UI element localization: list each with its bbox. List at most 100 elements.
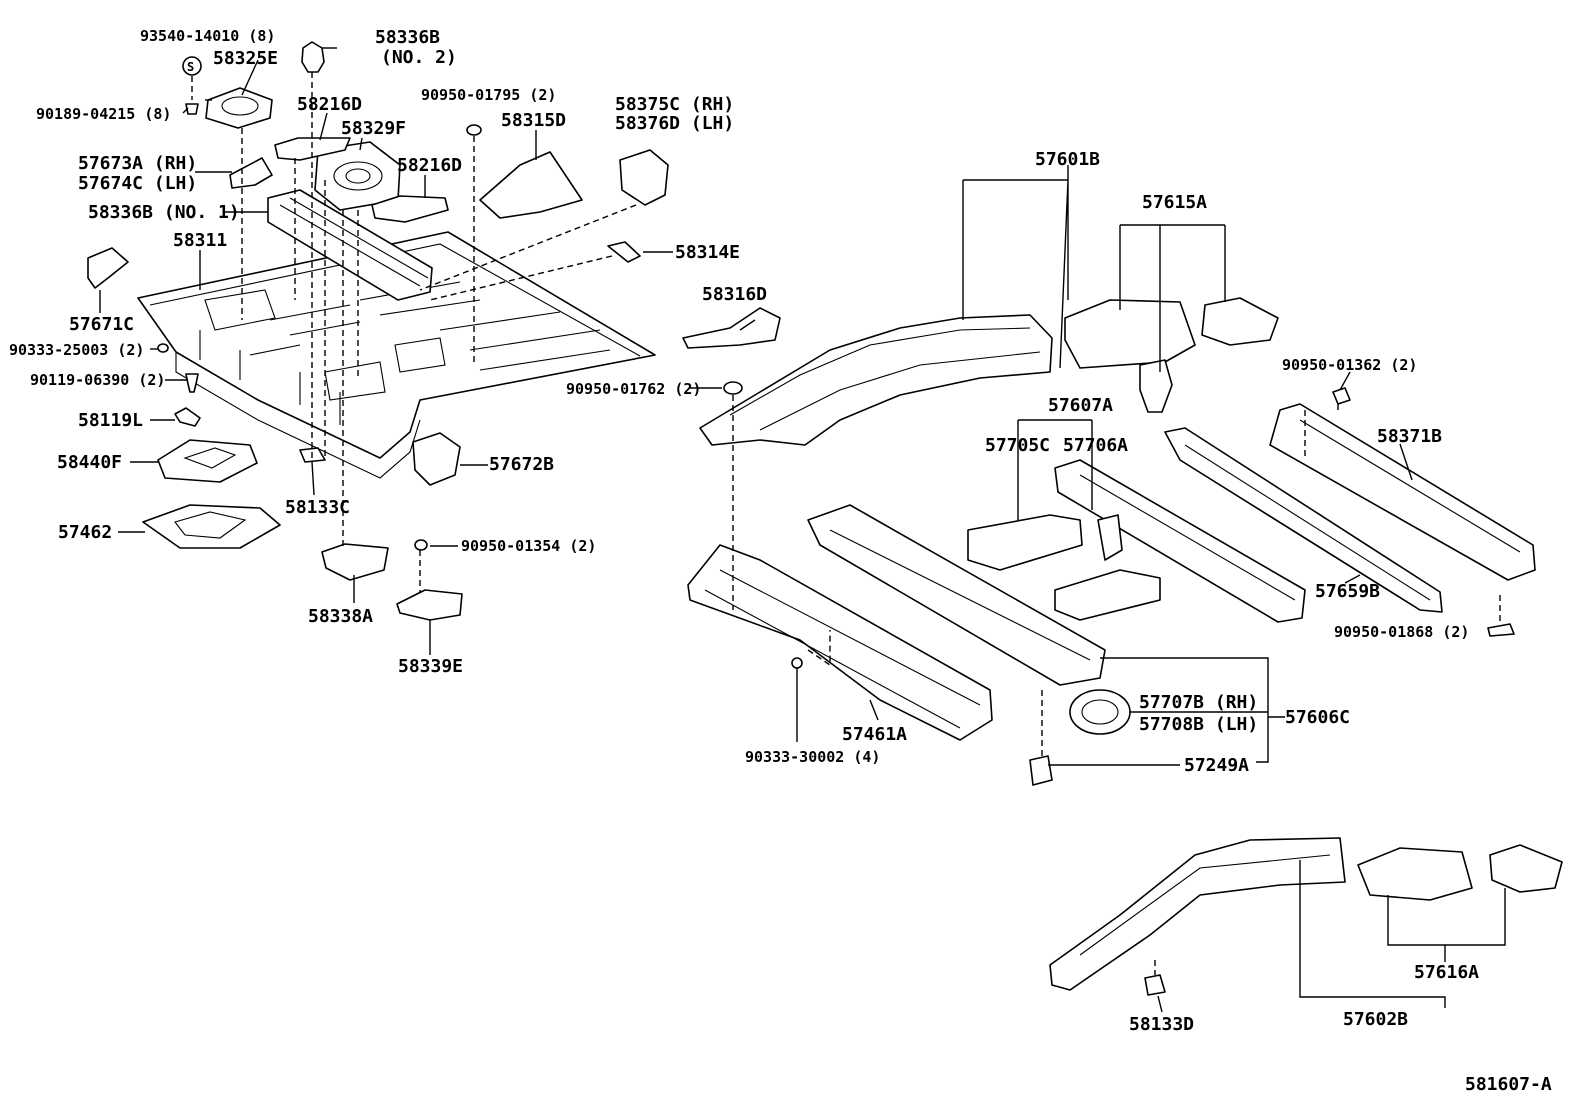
rail-58371B — [1269, 403, 1536, 581]
label-57606C: 57606C — [1285, 707, 1350, 728]
plug-90333-25003 — [157, 343, 169, 353]
label-58339E: 58339E — [398, 656, 463, 677]
label-57674C: 57674C (LH) — [78, 173, 197, 194]
alignment-dashes — [191, 72, 1501, 975]
floor-side-57461A — [687, 544, 993, 741]
cover-58440F — [157, 439, 258, 483]
bracket-57671C — [87, 247, 129, 289]
label-58216D-mid: 58216D — [397, 155, 462, 176]
label-58375C: 58375C (RH) — [615, 94, 734, 115]
label-57659B: 57659B — [1315, 581, 1380, 602]
diagram-ref-code: 581607-A — [1465, 1074, 1552, 1095]
bracket-57249A — [1029, 755, 1053, 786]
label-58325E: 58325E — [213, 48, 278, 69]
panel-57462 — [142, 504, 281, 549]
member-57616A-left — [1357, 847, 1473, 901]
bracket-58338A — [321, 543, 389, 581]
plate-58325E — [205, 87, 273, 129]
seal-letter: S — [187, 60, 194, 74]
label-93540-14010: 93540-14010 (8) — [140, 27, 275, 45]
label-57461A: 57461A — [842, 724, 907, 745]
bracket-57706A — [1054, 569, 1161, 621]
label-58336B-no2: 58336B — [375, 27, 440, 48]
side-member-57602B — [1049, 837, 1346, 991]
plug-90950-01762 — [723, 381, 743, 395]
label-57707B: 57707B (RH) — [1139, 692, 1258, 713]
label-58133D: 58133D — [1129, 1014, 1194, 1035]
label-58316D: 58316D — [702, 284, 767, 305]
bracket-58133D — [1144, 974, 1166, 996]
label-90950-01762: 90950-01762 (2) — [566, 380, 701, 398]
leader-lines — [99, 47, 1506, 1013]
label-57249A: 57249A — [1184, 755, 1249, 776]
crossmember-58336B-no1 — [267, 189, 433, 301]
seal-93540 — [182, 56, 202, 76]
part-labels: 93540-14010 (8) 58325E 58336B (NO. 2) 90… — [9, 27, 1552, 1095]
label-57601B: 57601B — [1035, 149, 1100, 170]
floor-pan-58311 — [137, 231, 656, 479]
label-90950-01868: 90950-01868 (2) — [1334, 623, 1469, 641]
bracket-58314E — [607, 241, 641, 263]
plug-90950-01795 — [466, 124, 482, 136]
side-member-57601B — [699, 314, 1053, 446]
label-58376D: 58376D (LH) — [615, 113, 734, 134]
label-58371B: 58371B — [1377, 426, 1442, 447]
bracket-57615A-lower — [1139, 359, 1173, 413]
label-58329F: 58329F — [341, 118, 406, 139]
bracket-57673A — [229, 157, 273, 189]
label-58314E: 58314E — [675, 242, 740, 263]
label-57672B: 57672B — [489, 454, 554, 475]
reinforcement-58315D — [479, 151, 583, 219]
label-90950-01362: 90950-01362 (2) — [1282, 356, 1417, 374]
plug-90950-01362 — [1332, 387, 1351, 405]
label-58336B-no2-sub: (NO. 2) — [381, 47, 457, 68]
label-90333-30002: 90333-30002 (4) — [745, 748, 880, 766]
label-58133C: 58133C — [285, 497, 350, 518]
member-57616A-right — [1489, 844, 1563, 893]
label-58119L: 58119L — [78, 410, 143, 431]
bracket-58375C — [619, 149, 669, 206]
label-57602B: 57602B — [1343, 1009, 1408, 1030]
label-57708B: 57708B (LH) — [1139, 714, 1258, 735]
member-57615A-right — [1201, 297, 1279, 346]
bracket-58316D — [682, 307, 781, 349]
label-58216D-top: 58216D — [297, 94, 362, 115]
label-57615A: 57615A — [1142, 192, 1207, 213]
plug-90950-01868 — [1487, 623, 1515, 637]
label-57616A: 57616A — [1414, 962, 1479, 983]
label-57671C: 57671C — [69, 314, 134, 335]
label-57673A: 57673A (RH) — [78, 153, 197, 174]
label-57705C: 57705C — [985, 435, 1050, 456]
plug-90950-01354 — [414, 539, 428, 551]
label-90189-04215: 90189-04215 (8) — [36, 105, 171, 123]
label-57462: 57462 — [58, 522, 112, 543]
bracket-57706A-upper — [1097, 514, 1123, 561]
label-58315D: 58315D — [501, 110, 566, 131]
clip-58336B-no2 — [301, 41, 325, 73]
bracket-58339E — [396, 589, 463, 621]
label-58338A: 58338A — [308, 606, 373, 627]
bracket-57705C — [967, 514, 1083, 571]
label-90950-01354: 90950-01354 (2) — [461, 537, 596, 555]
bolt-90119 — [185, 373, 199, 393]
label-90333-25003: 90333-25003 (2) — [9, 341, 144, 359]
crossmember-57606C — [807, 504, 1106, 686]
bracket-58216D-top — [274, 137, 351, 161]
label-90119-06390: 90119-06390 (2) — [30, 371, 165, 389]
bracket-58216D-mid — [371, 195, 449, 223]
label-58440F: 58440F — [57, 452, 122, 473]
mount-57707B — [1069, 689, 1131, 735]
bracket-57672B — [412, 432, 461, 486]
plug-90333-30002 — [791, 657, 803, 669]
label-90950-01795: 90950-01795 (2) — [421, 86, 556, 104]
label-57607A: 57607A — [1048, 395, 1113, 416]
label-57706A: 57706A — [1063, 435, 1128, 456]
bracket-58119L — [174, 407, 201, 427]
member-57607A — [1054, 459, 1306, 623]
label-58311: 58311 — [173, 230, 227, 251]
member-57615A-left — [1064, 299, 1196, 369]
bolt-90189 — [185, 103, 199, 115]
label-58336B-no1: 58336B (NO. 1) — [88, 202, 240, 223]
